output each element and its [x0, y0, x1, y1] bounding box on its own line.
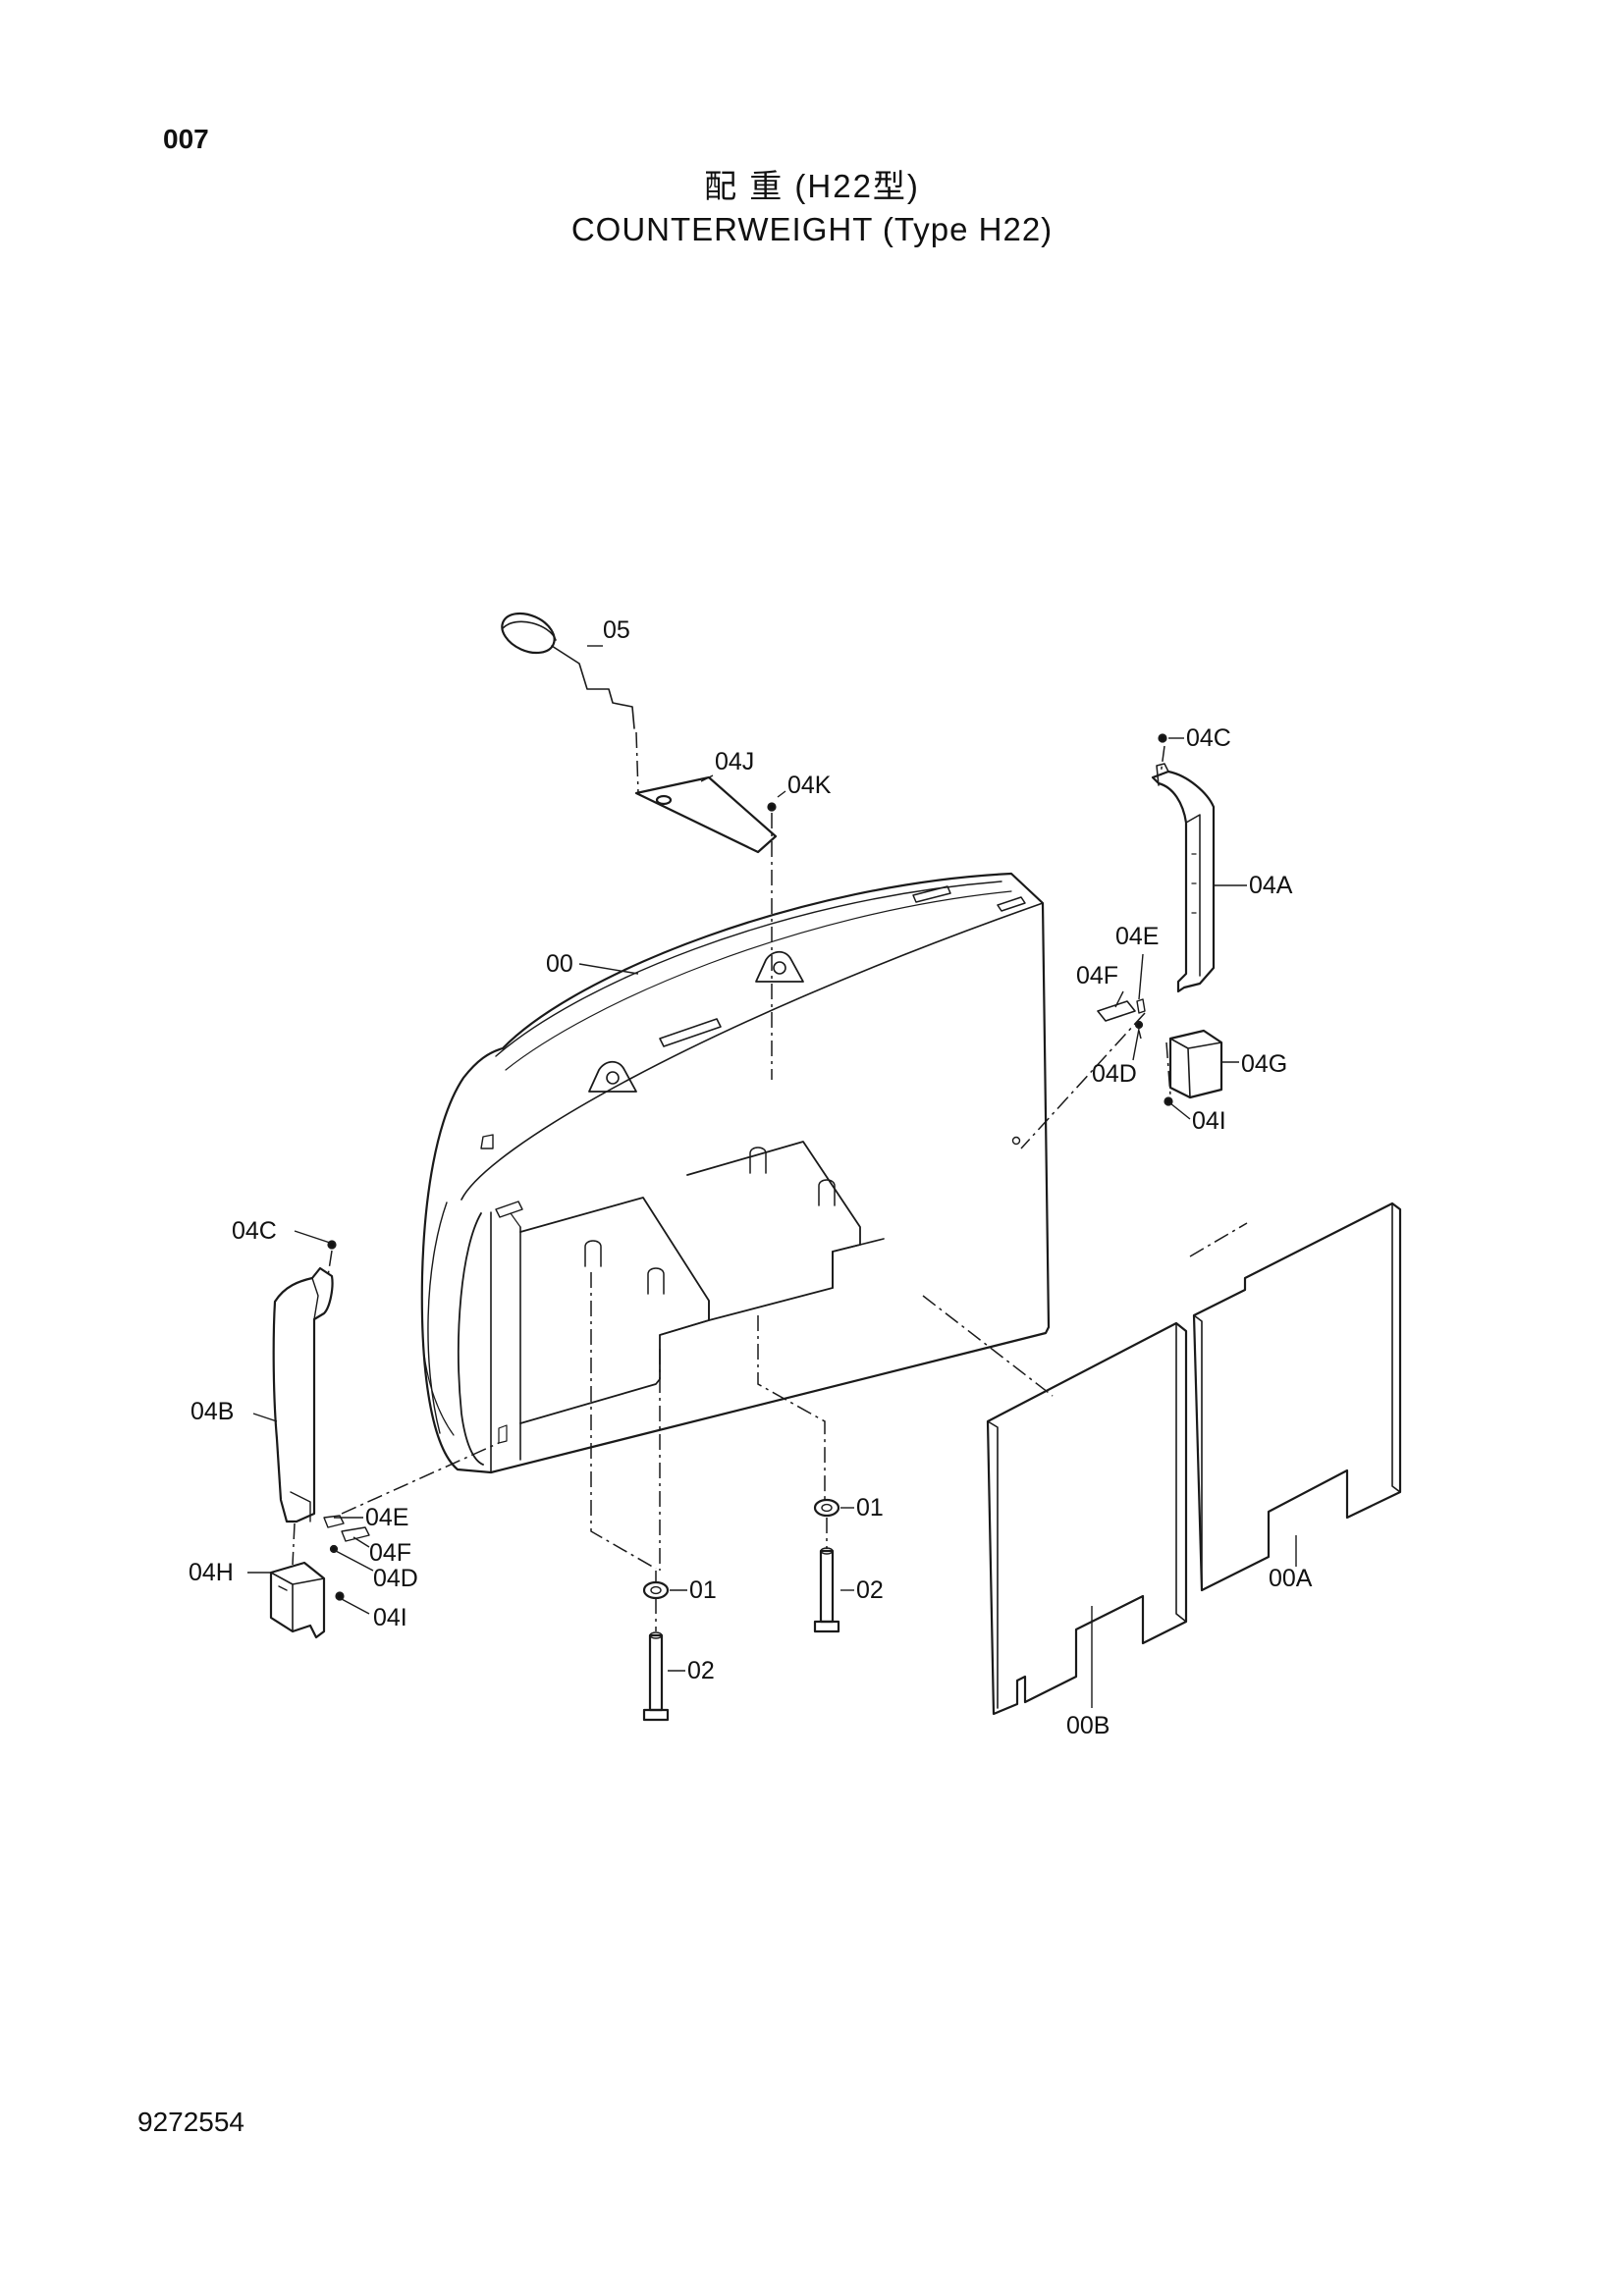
label-04B: 04B — [190, 1398, 234, 1425]
label-04A: 04A — [1249, 872, 1293, 899]
label-04D-right: 04D — [1092, 1060, 1137, 1088]
washer-01-right — [813, 1498, 840, 1518]
label-04E-left: 04E — [365, 1504, 408, 1531]
fuel-cap — [501, 612, 635, 729]
title-japanese: 配 重 (H22型) — [704, 168, 920, 204]
document-code: 9272554 — [137, 2107, 245, 2137]
plate-04J — [634, 775, 778, 854]
title-block: 配 重 (H22型) COUNTERWEIGHT (Type H22) — [0, 165, 1624, 251]
label-04C-left: 04C — [232, 1217, 277, 1245]
page-number: 007 — [163, 124, 209, 154]
part-labels: 05 04J 04K 04C 04A 04E 04F 04D 04G 04I 0… — [189, 616, 1313, 1739]
label-04E-right: 04E — [1115, 923, 1159, 950]
label-04J: 04J — [715, 748, 754, 775]
bolt-02-left — [642, 1631, 670, 1722]
label-04G: 04G — [1241, 1050, 1287, 1078]
label-04F-right: 04F — [1076, 962, 1118, 989]
block-04G — [1168, 1029, 1223, 1099]
block-04H — [269, 1561, 326, 1639]
label-01-left: 01 — [689, 1576, 717, 1604]
bracket-04F-right — [1097, 998, 1146, 1022]
label-00: 00 — [546, 950, 573, 978]
bolt-04I-left — [335, 1591, 345, 1601]
title-english: COUNTERWEIGHT (Type H22) — [570, 211, 1054, 247]
label-04H: 04H — [189, 1559, 234, 1586]
label-05: 05 — [603, 616, 630, 644]
counterweight-body — [420, 872, 1051, 1474]
bolt-04I-right — [1164, 1096, 1173, 1106]
label-00B: 00B — [1066, 1712, 1110, 1739]
bolt-04C-right — [1158, 733, 1167, 743]
bolt-04K — [767, 802, 777, 812]
nut-04D-right — [1134, 1020, 1144, 1030]
bolt-02-right — [813, 1547, 840, 1633]
label-04F-left: 04F — [369, 1539, 411, 1567]
label-04I-right: 04I — [1192, 1107, 1226, 1135]
label-04C-right: 04C — [1186, 724, 1231, 752]
plate-00A — [1192, 1201, 1402, 1592]
label-02-right: 02 — [856, 1576, 884, 1604]
assembly-lines — [292, 731, 1248, 1631]
label-04D-left: 04D — [373, 1565, 418, 1592]
label-02-left: 02 — [687, 1657, 715, 1684]
plate-00B — [986, 1321, 1188, 1716]
washer-01-left — [642, 1580, 670, 1600]
bolt-04C-left — [327, 1240, 337, 1250]
label-04I-left: 04I — [373, 1604, 407, 1631]
bracket-04F-left — [323, 1515, 370, 1542]
nut-04D-left — [329, 1544, 339, 1554]
cover-04B — [272, 1266, 334, 1523]
label-04K: 04K — [787, 772, 832, 799]
leader-lines — [247, 645, 1297, 1708]
label-01-right: 01 — [856, 1494, 884, 1522]
label-00A: 00A — [1269, 1565, 1313, 1592]
cover-04A — [1151, 763, 1216, 993]
